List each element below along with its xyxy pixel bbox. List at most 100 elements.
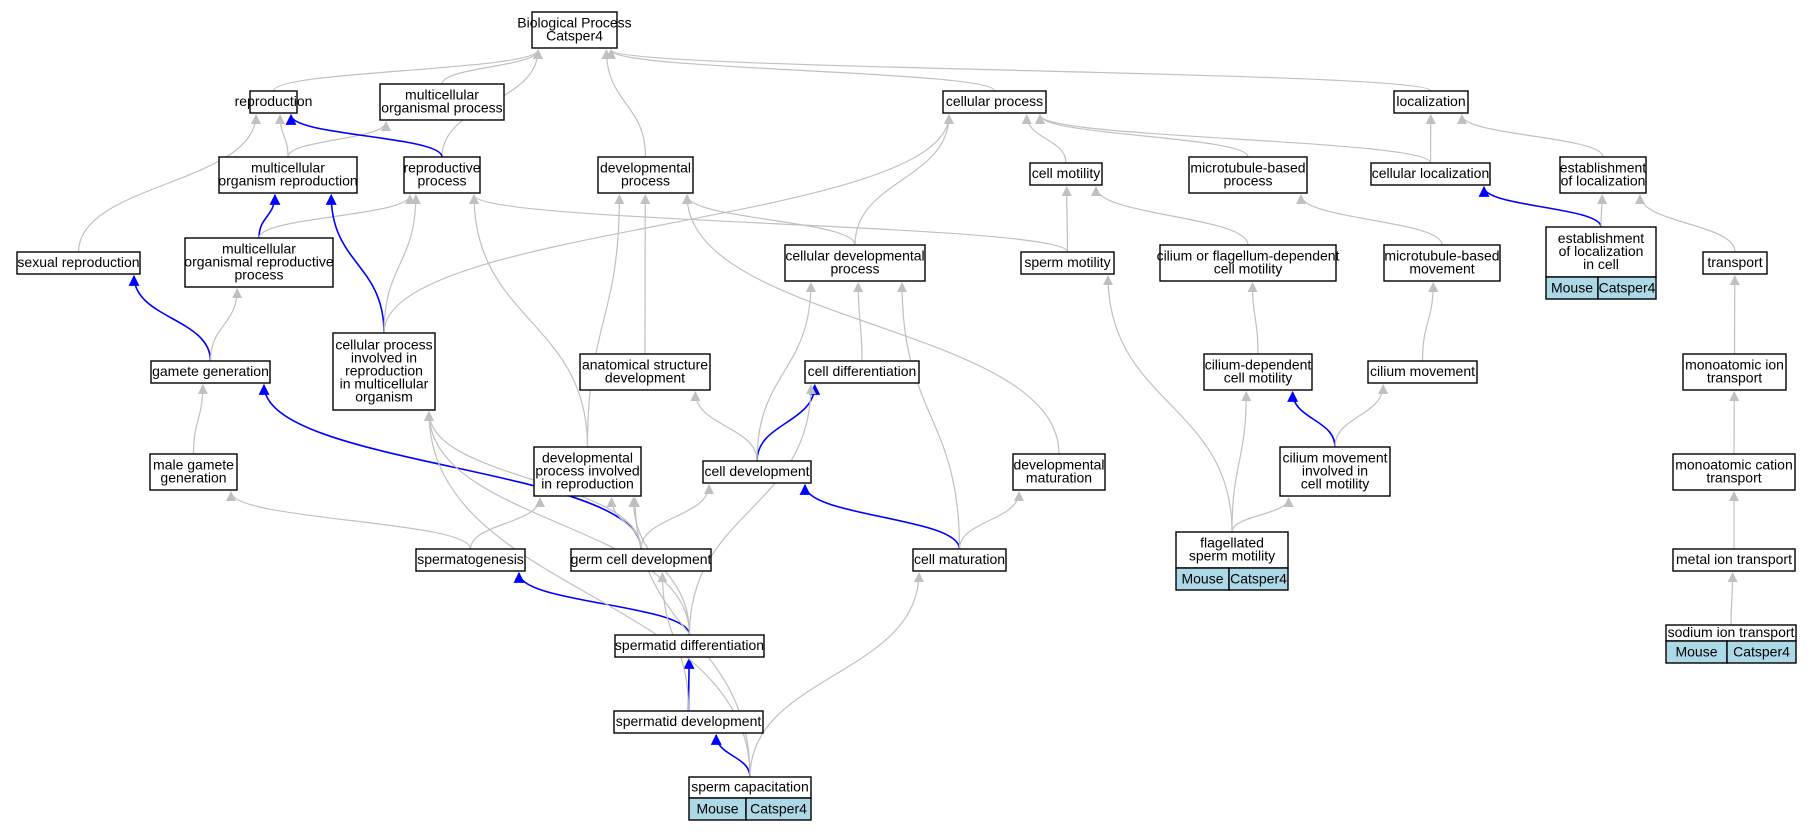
node-box (1188, 156, 1308, 194)
edge-celldiff-to-cdp (853, 282, 864, 362)
node-label-line: establishment (1560, 160, 1646, 176)
node-celldiff[interactable]: cell differentiation (804, 360, 920, 384)
node-spdev[interactable]: spermatid development (613, 710, 764, 734)
node-box (531, 11, 618, 49)
node-label-line: Catsper4 (546, 28, 603, 44)
node-label-line: sodium ion transport (1668, 624, 1795, 640)
edge-mtbm-to-mtbp (1296, 194, 1443, 246)
node-box (1203, 353, 1313, 391)
edge-morp-to-mor (258, 193, 281, 239)
edge-spcap-to-cpimo (424, 411, 751, 778)
edge-morp-to-rp (258, 194, 415, 239)
node-cellloc[interactable]: cellular localization (1370, 162, 1491, 186)
node-celldev[interactable]: cell development (702, 460, 812, 484)
annotation-gene-cell (745, 797, 812, 821)
node-box (570, 548, 712, 572)
node-transport[interactable]: transport (1702, 251, 1768, 275)
node-metion[interactable]: metal ion transport (1672, 548, 1796, 572)
annotation-organism-label: Mouse (1551, 280, 1593, 296)
node-gamgen[interactable]: gamete generation (150, 360, 271, 384)
node-label-line: transport (1707, 370, 1762, 386)
node-label-line: process (234, 267, 283, 283)
node-repro[interactable]: reproduction (235, 90, 313, 114)
node-label-line: monoatomic ion (1685, 357, 1784, 373)
node-cellproc[interactable]: cellular process (942, 90, 1047, 114)
node-cellmat[interactable]: cell maturation (912, 548, 1007, 572)
node-cilmov[interactable]: cilium movement (1367, 360, 1478, 384)
node-local[interactable]: localization (1393, 90, 1469, 114)
node-spmot[interactable]: sperm motility (1020, 251, 1115, 275)
node-label-line: cilium-dependent (1205, 357, 1312, 373)
node-label-line: transport (1706, 470, 1761, 486)
edge-mor-to-mop (287, 121, 391, 158)
node-box (702, 460, 812, 484)
node-label-line: process involved (535, 463, 639, 479)
node-label-line: cilium movement (1282, 450, 1387, 466)
node-sexrep[interactable]: sexual reproduction (16, 251, 141, 275)
edge-dpir-to-rp (469, 194, 589, 448)
annotation-organism-label: Mouse (1675, 644, 1717, 660)
edge-spdiff-to-spermato (513, 571, 691, 636)
node-label-line: cilium or flagellum-dependent (1157, 248, 1340, 264)
edge-cmicm-to-cdcm (1287, 390, 1336, 448)
edge-estloc-to-local (1457, 114, 1604, 158)
edge-rp-to-repro (285, 113, 443, 158)
node-box (149, 453, 238, 491)
node-label-line: process (417, 173, 466, 189)
node-label-line: cell differentiation (808, 363, 917, 379)
node-label-line: in multicellular (340, 376, 429, 392)
edge-spdiff-to-cpimo (424, 411, 691, 636)
node-label-line: organismal process (381, 100, 502, 116)
node-label-line: anatomical structure (582, 357, 708, 373)
node-label-line: multicellular (222, 241, 296, 257)
node-box (249, 90, 298, 114)
annotation-gene-cell (1597, 276, 1657, 300)
node-label-line: cellular developmental (785, 248, 924, 264)
node-box (1672, 548, 1796, 572)
node-label-line: organism (355, 389, 413, 405)
edge-celldev-to-cdp (756, 282, 816, 462)
edge-flagsm-to-cdcm (1231, 391, 1252, 533)
node-box (597, 156, 694, 194)
node-gcd[interactable]: germ cell development (570, 548, 712, 572)
node-box (16, 251, 141, 275)
edge-cdp-to-cellproc (854, 114, 954, 246)
edge-malegam-to-gamgen (192, 384, 208, 455)
edge-cmicm-to-cilmov (1334, 384, 1389, 448)
node-cellmot[interactable]: cell motility (1029, 162, 1103, 186)
edge-spermato-to-malegam (226, 491, 472, 550)
edge-sexrep-to-repro (77, 114, 261, 253)
node-box (415, 548, 526, 572)
node-box (1370, 162, 1491, 186)
node-label-line: sperm motility (1024, 254, 1110, 270)
node-spermato[interactable]: spermatogenesis (415, 548, 526, 572)
node-box (403, 156, 481, 194)
node-spdiff[interactable]: spermatid differentiation (614, 634, 765, 658)
node-label-line: organism reproduction (218, 173, 357, 189)
annotation-gene-label: Catsper4 (750, 801, 807, 817)
